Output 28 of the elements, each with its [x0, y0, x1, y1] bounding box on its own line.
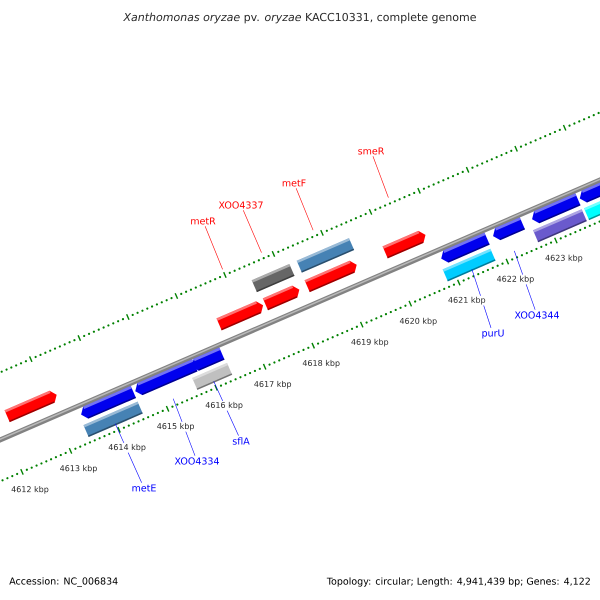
scale-label: 4612 kbp: [10, 485, 50, 495]
genome-summary: Topology: circular; Length: 4,941,439 bp; Genes: 4,122: [326, 577, 590, 587]
scale-label: 4616 kbp: [204, 400, 244, 411]
leader-line: [372, 156, 389, 198]
leader-line: [296, 188, 314, 230]
scale-label: 4620 kbp: [398, 316, 438, 326]
gene-label: smeR: [358, 147, 384, 155]
scale-label: 4623 kbp: [544, 254, 584, 264]
leader-line: [242, 210, 262, 253]
scale-label: 4619 kbp: [350, 338, 390, 348]
leader-line: [204, 226, 223, 270]
gene-label: sflA: [232, 437, 250, 445]
title: Xanthomonas oryzae pv. oryzae KACC10331, complete genome: [123, 12, 476, 24]
scale-label: 4613 kbp: [58, 464, 98, 474]
scale-label: 4618 kbp: [301, 358, 342, 369]
gene-label: metR: [191, 217, 216, 225]
gene-label: XOO4334: [174, 457, 219, 465]
gene-label: metF: [282, 179, 306, 187]
scale-label: 4622 kbp: [496, 274, 536, 284]
accession-label: Accession: NC_006834: [9, 577, 118, 587]
scale-label: 4614 kbp: [107, 442, 147, 453]
scale-label: 4615 kbp: [156, 422, 196, 432]
gene-label: XOO4344: [514, 311, 559, 319]
scale-label: 4617 kbp: [252, 380, 293, 390]
gene-label: metE: [132, 484, 156, 492]
scale-label: 4621 kbp: [446, 296, 487, 306]
gene-label: XOO4337: [218, 201, 263, 209]
gene-label: purU: [482, 330, 504, 338]
